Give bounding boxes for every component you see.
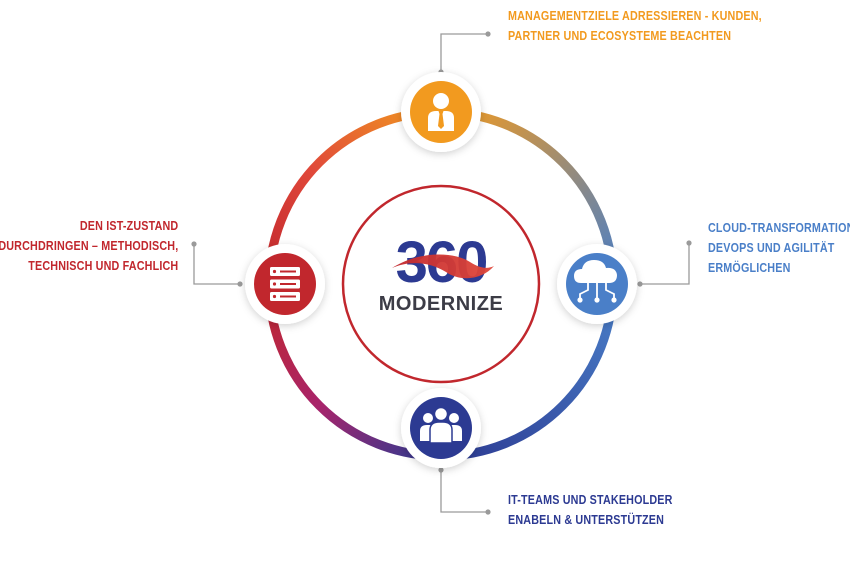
label-right-line-2: DEVOPS UND AGILITÄT <box>708 241 835 255</box>
team-icon <box>420 406 462 444</box>
connector-top <box>438 31 491 75</box>
connector-left <box>191 241 243 287</box>
connector-right <box>637 240 692 287</box>
label-bottom-line-2: ENABELN & UNTERSTÜTZEN <box>508 513 665 527</box>
label-top-line-1: MANAGEMENTZIELE ADRESSIEREN - KUNDEN, <box>508 9 762 23</box>
node-right <box>557 244 637 324</box>
logo-swoosh <box>392 254 494 279</box>
connector-bottom <box>438 467 491 515</box>
label-right: CLOUD-TRANSFORMATION, DEVOPS UND AGILITÄ… <box>708 218 850 278</box>
business-person-icon <box>428 93 454 131</box>
label-right-line-3: ERMÖGLICHEN <box>708 261 791 275</box>
logo: 360 MODERNIZE <box>379 230 504 315</box>
node-left <box>245 244 325 324</box>
logo-word: MODERNIZE <box>379 293 504 315</box>
label-left-line-2: DURCHDRINGEN – METHODISCH, <box>0 239 178 253</box>
server-icon <box>270 267 300 301</box>
label-right-line-1: CLOUD-TRANSFORMATION, <box>708 221 850 235</box>
cloud-network-icon <box>574 260 617 303</box>
node-top <box>401 72 481 152</box>
label-top-line-2: PARTNER UND ECOSYSTEME BEACHTEN <box>508 29 732 43</box>
label-bottom-line-1: IT-TEAMS UND STAKEHOLDER <box>508 493 673 507</box>
label-bottom: IT-TEAMS UND STAKEHOLDER ENABELN & UNTER… <box>508 490 673 530</box>
label-top: MANAGEMENTZIELE ADRESSIEREN - KUNDEN, PA… <box>508 6 762 46</box>
label-left: DEN IST-ZUSTAND DURCHDRINGEN – METHODISC… <box>0 216 178 276</box>
node-bottom <box>401 388 481 468</box>
label-left-line-1: DEN IST-ZUSTAND <box>79 219 178 233</box>
center-circle <box>341 184 541 384</box>
label-left-line-3: TECHNISCH UND FACHLICH <box>27 259 178 273</box>
